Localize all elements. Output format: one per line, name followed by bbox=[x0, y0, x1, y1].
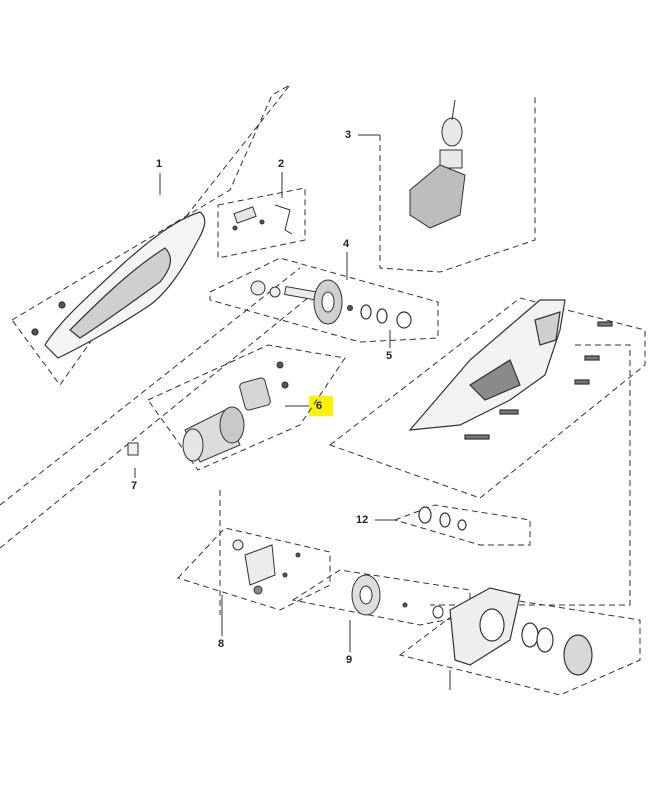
part-9-sprocket bbox=[351, 574, 444, 619]
part-8-bracket bbox=[232, 539, 301, 595]
label-7: 7 bbox=[131, 480, 138, 492]
part-5-washers bbox=[360, 304, 412, 329]
label-8: 8 bbox=[218, 638, 225, 650]
part-1-housing bbox=[31, 211, 206, 359]
rail-upper bbox=[0, 267, 301, 506]
label-12: 12 bbox=[356, 514, 369, 526]
label-6: 6 bbox=[316, 400, 323, 412]
highlight-part-6 bbox=[309, 396, 333, 416]
part-right-housing bbox=[408, 299, 613, 440]
group-box-2 bbox=[217, 187, 306, 259]
label-5: 5 bbox=[386, 350, 393, 362]
group-box-6 bbox=[147, 344, 346, 471]
part-3-switch bbox=[409, 99, 466, 229]
part-4-gear bbox=[250, 279, 353, 325]
label-4: 4 bbox=[343, 238, 350, 250]
rail-lower bbox=[0, 279, 331, 549]
group-box-4 bbox=[209, 257, 439, 343]
part-bottom-housing bbox=[449, 587, 593, 676]
group-box-1 bbox=[11, 84, 291, 386]
part-6-motor bbox=[182, 361, 289, 463]
connector-right bbox=[430, 344, 631, 606]
part-12-washers bbox=[418, 506, 467, 531]
group-box-12 bbox=[393, 504, 531, 546]
group-box-8 bbox=[177, 527, 331, 611]
label-3: 3 bbox=[345, 129, 352, 141]
part-7-clip bbox=[127, 442, 139, 456]
label-1: 1 bbox=[156, 158, 163, 170]
label-2: 2 bbox=[278, 158, 285, 170]
group-box-9 bbox=[291, 569, 471, 626]
group-box-3 bbox=[379, 95, 536, 273]
group-box-right bbox=[328, 297, 646, 499]
part-2-bracket bbox=[232, 204, 293, 235]
label-9: 9 bbox=[346, 654, 353, 666]
